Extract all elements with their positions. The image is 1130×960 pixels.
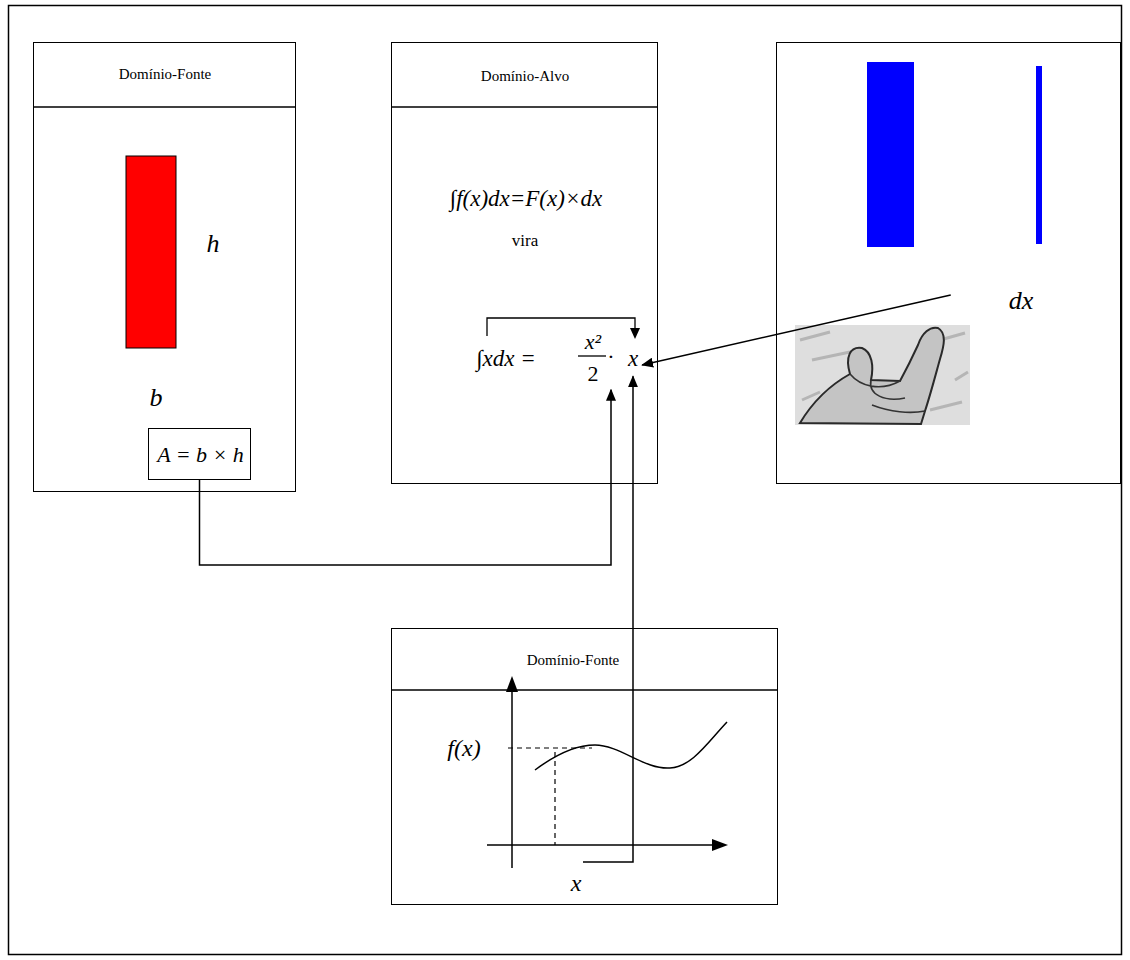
connector-word: vira: [512, 231, 538, 251]
formula-box: A = b × h: [148, 428, 251, 480]
variable-symbol: x: [628, 346, 638, 372]
function-graph: [487, 676, 728, 868]
arrow-connector: [200, 390, 612, 565]
blue-strip: [1036, 66, 1042, 244]
box-heading: Domínio-Fonte: [527, 652, 620, 669]
box-heading: Domínio-Alvo: [481, 68, 569, 85]
integral-formula: ∫xdx =: [476, 346, 536, 372]
source-domain-box: Domínio-Fonte f(x) x: [391, 628, 778, 905]
dimension-label: b: [150, 383, 163, 413]
differential-label: dx: [1009, 286, 1034, 316]
red-rectangle: [126, 156, 176, 348]
axis-label: x: [571, 870, 582, 898]
arrow-connector: [583, 376, 633, 862]
blue-rectangle: [867, 62, 914, 247]
header-rule: [391, 106, 658, 108]
bracket-arrow: [487, 318, 640, 339]
header-rule: [391, 689, 778, 691]
outer-frame: [9, 6, 1122, 955]
hand-sketch: [795, 325, 970, 425]
product-dot: ·: [607, 344, 614, 369]
area-formula: A = b × h: [157, 442, 244, 467]
dimension-label: h: [207, 229, 220, 259]
target-domain-box: Domínio-Alvo ∫f(x)dx=F(x)×dx vira ∫xdx = x² 2…: [391, 42, 658, 484]
fraction-bar: [578, 355, 606, 356]
illustration-box: dx: [776, 42, 1121, 484]
box-heading: Domínio-Fonte: [119, 66, 212, 83]
integral-formula: ∫f(x)dx=F(x)×dx: [450, 186, 602, 212]
source-domain-box: Domínio-Fonte h b A = b × h: [33, 42, 296, 492]
arrow-connector: [642, 295, 951, 365]
header-rule: [33, 106, 296, 108]
axis-label: f(x): [447, 735, 480, 763]
fraction-denominator: 2: [588, 361, 599, 386]
fraction-numerator: x²: [585, 329, 601, 354]
